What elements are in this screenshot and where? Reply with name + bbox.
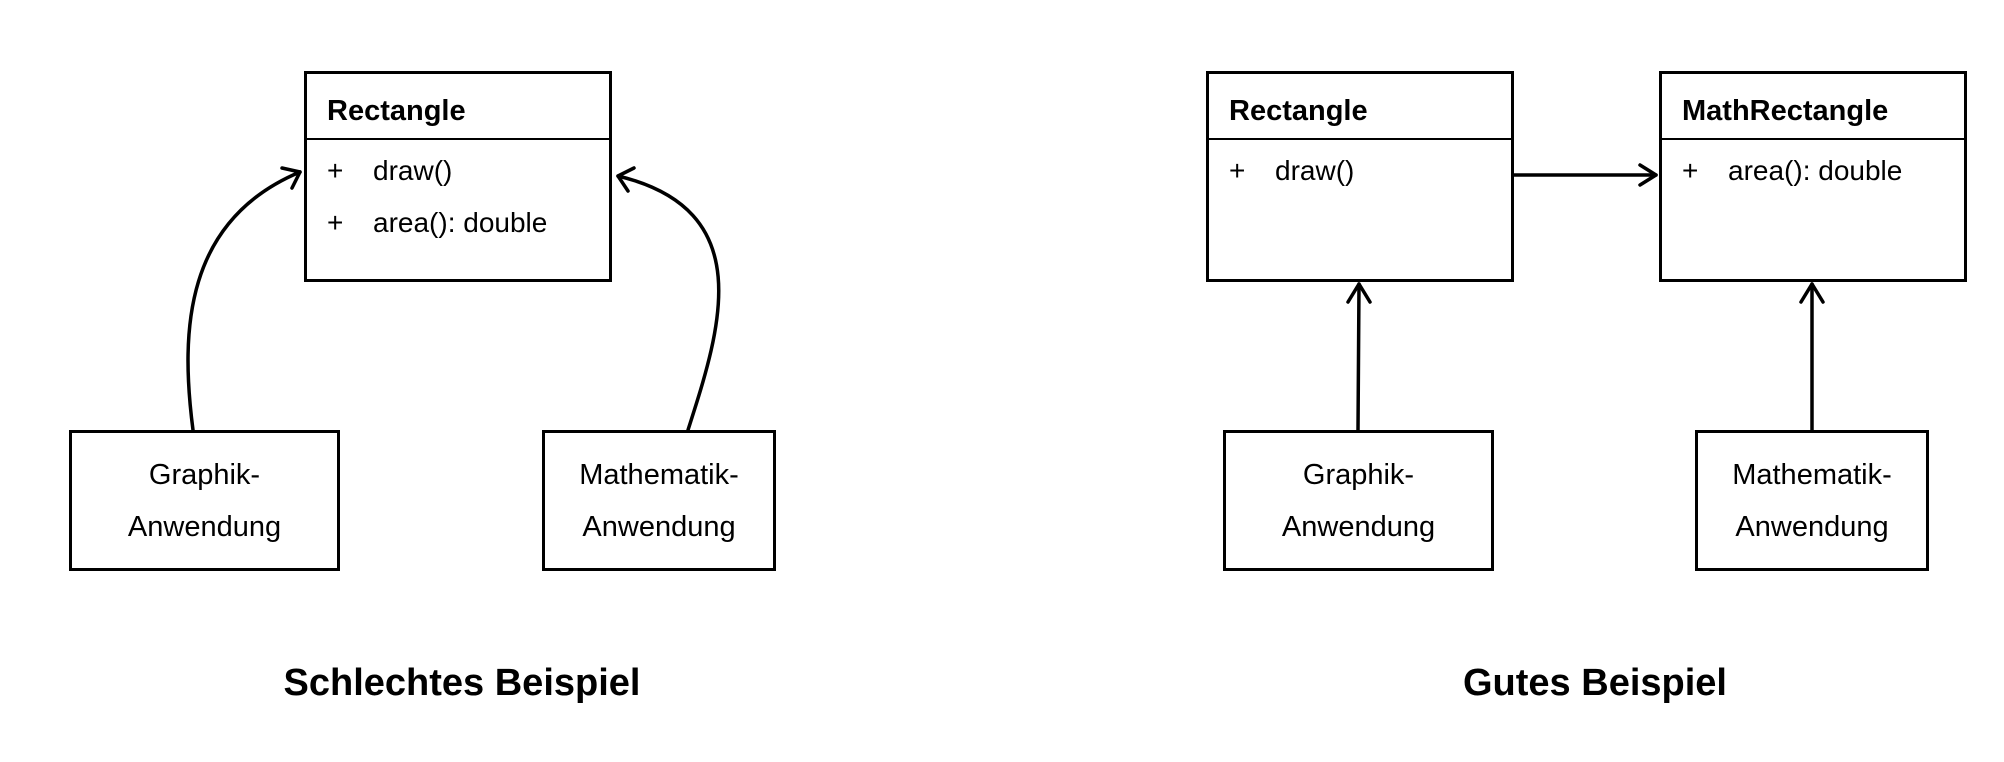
visibility-public: + bbox=[1229, 155, 1246, 186]
app-label-line1: Graphik- bbox=[148, 458, 261, 491]
mathematik-application-good: Mathematik- Anwendung bbox=[1695, 430, 1929, 571]
class-rectangle-good: Rectangle + draw() bbox=[1206, 71, 1514, 282]
app-label-line2: Anwendung bbox=[1281, 510, 1436, 543]
class-name: Rectangle bbox=[1209, 74, 1511, 140]
member-text: area(): double bbox=[1728, 155, 1903, 186]
member-area: + area(): double bbox=[327, 202, 609, 254]
member-text: area(): double bbox=[373, 207, 548, 238]
app-label-line1: Graphik- bbox=[1302, 458, 1415, 491]
class-rectangle-bad: Rectangle + draw() + area(): double bbox=[304, 71, 612, 282]
arrow-graphik-to-rectangle-good-head bbox=[1346, 282, 1372, 304]
arrow-math-to-mathrectangle-head bbox=[1799, 282, 1825, 304]
arrow-math-to-rectangle-head bbox=[616, 166, 636, 193]
arrow-graphik-to-rectangle-good bbox=[1356, 282, 1361, 432]
member-draw: + draw() bbox=[1229, 150, 1511, 202]
arrow-graphik-to-rectangle bbox=[186, 170, 302, 432]
arrow-rectangle-to-mathrectangle-head bbox=[1638, 163, 1658, 187]
app-label-line2: Anwendung bbox=[1735, 510, 1889, 543]
member-text: draw() bbox=[373, 155, 453, 186]
app-label-line1: Mathematik- bbox=[579, 458, 739, 491]
app-label-line1: Mathematik- bbox=[1732, 458, 1892, 491]
mathematik-application-bad: Mathematik- Anwendung bbox=[542, 430, 776, 571]
visibility-public: + bbox=[327, 155, 344, 186]
member-draw: + draw() bbox=[327, 150, 609, 202]
arrow-graphik-to-rectangle-head bbox=[280, 166, 302, 190]
class-name: MathRectangle bbox=[1662, 74, 1964, 140]
graphik-application-bad: Graphik- Anwendung bbox=[69, 430, 340, 571]
graphik-application-good: Graphik- Anwendung bbox=[1223, 430, 1494, 571]
class-mathrectangle: MathRectangle + area(): double bbox=[1659, 71, 1967, 282]
app-label-line2: Anwendung bbox=[127, 510, 282, 543]
visibility-public: + bbox=[327, 207, 344, 238]
member-area: + area(): double bbox=[1682, 150, 1964, 202]
arrow-math-to-rectangle bbox=[616, 174, 721, 432]
class-name: Rectangle bbox=[307, 74, 609, 140]
member-text: draw() bbox=[1275, 155, 1355, 186]
visibility-public: + bbox=[1682, 155, 1699, 186]
caption-good-example: Gutes Beispiel bbox=[1463, 662, 1727, 704]
app-label-line2: Anwendung bbox=[582, 510, 736, 543]
caption-bad-example: Schlechtes Beispiel bbox=[283, 662, 641, 704]
